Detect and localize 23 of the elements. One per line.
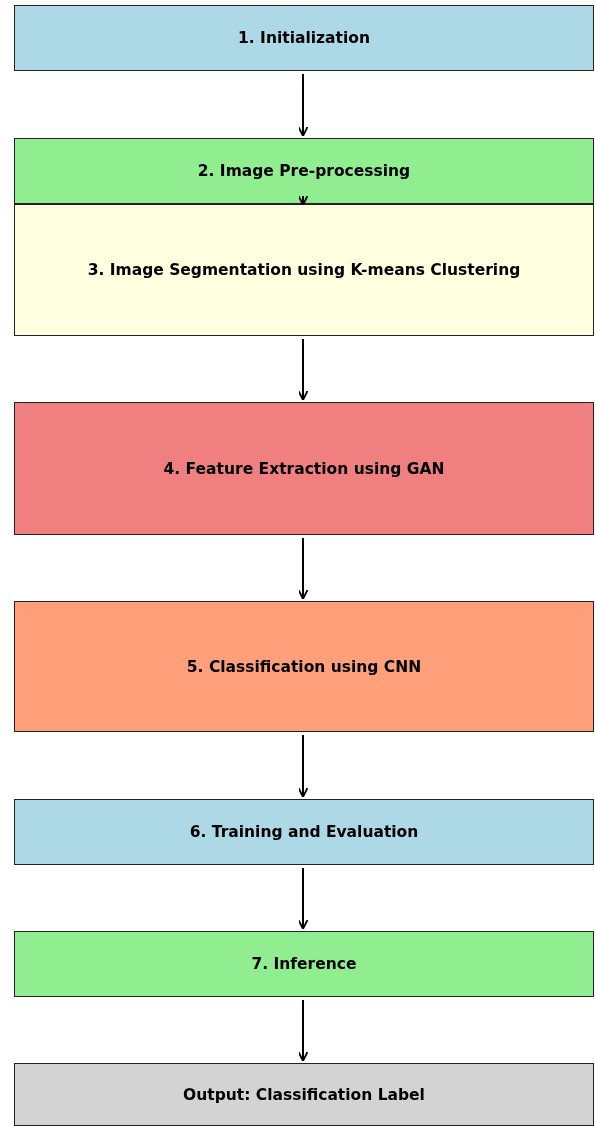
arrow xyxy=(297,537,309,600)
arrow xyxy=(297,867,309,930)
arrow xyxy=(297,999,309,1062)
step-label: 1. Initialization xyxy=(238,29,370,47)
process-box xyxy=(14,204,594,336)
step-label: 4. Feature Extraction using GAN xyxy=(163,459,445,478)
step-label: Output: Classification Label xyxy=(183,1085,425,1104)
process-box xyxy=(14,601,594,732)
arrow xyxy=(297,338,309,401)
process-box xyxy=(14,402,594,535)
step-label: 3. Image Segmentation using K-means Clustering xyxy=(87,261,521,279)
step-label: 7. Inference xyxy=(251,955,357,973)
process-box xyxy=(14,5,594,71)
step-label: 6. Training and Evaluation xyxy=(189,823,419,841)
process-box xyxy=(14,138,594,204)
arrow xyxy=(297,734,309,798)
step-label: 5. Classification using CNN xyxy=(186,657,422,676)
step-label: 2. Image Pre-processing xyxy=(197,162,411,180)
process-box xyxy=(14,1063,594,1126)
process-box xyxy=(14,931,594,997)
arrow xyxy=(297,73,309,137)
arrow xyxy=(297,195,309,206)
process-box xyxy=(14,799,594,865)
